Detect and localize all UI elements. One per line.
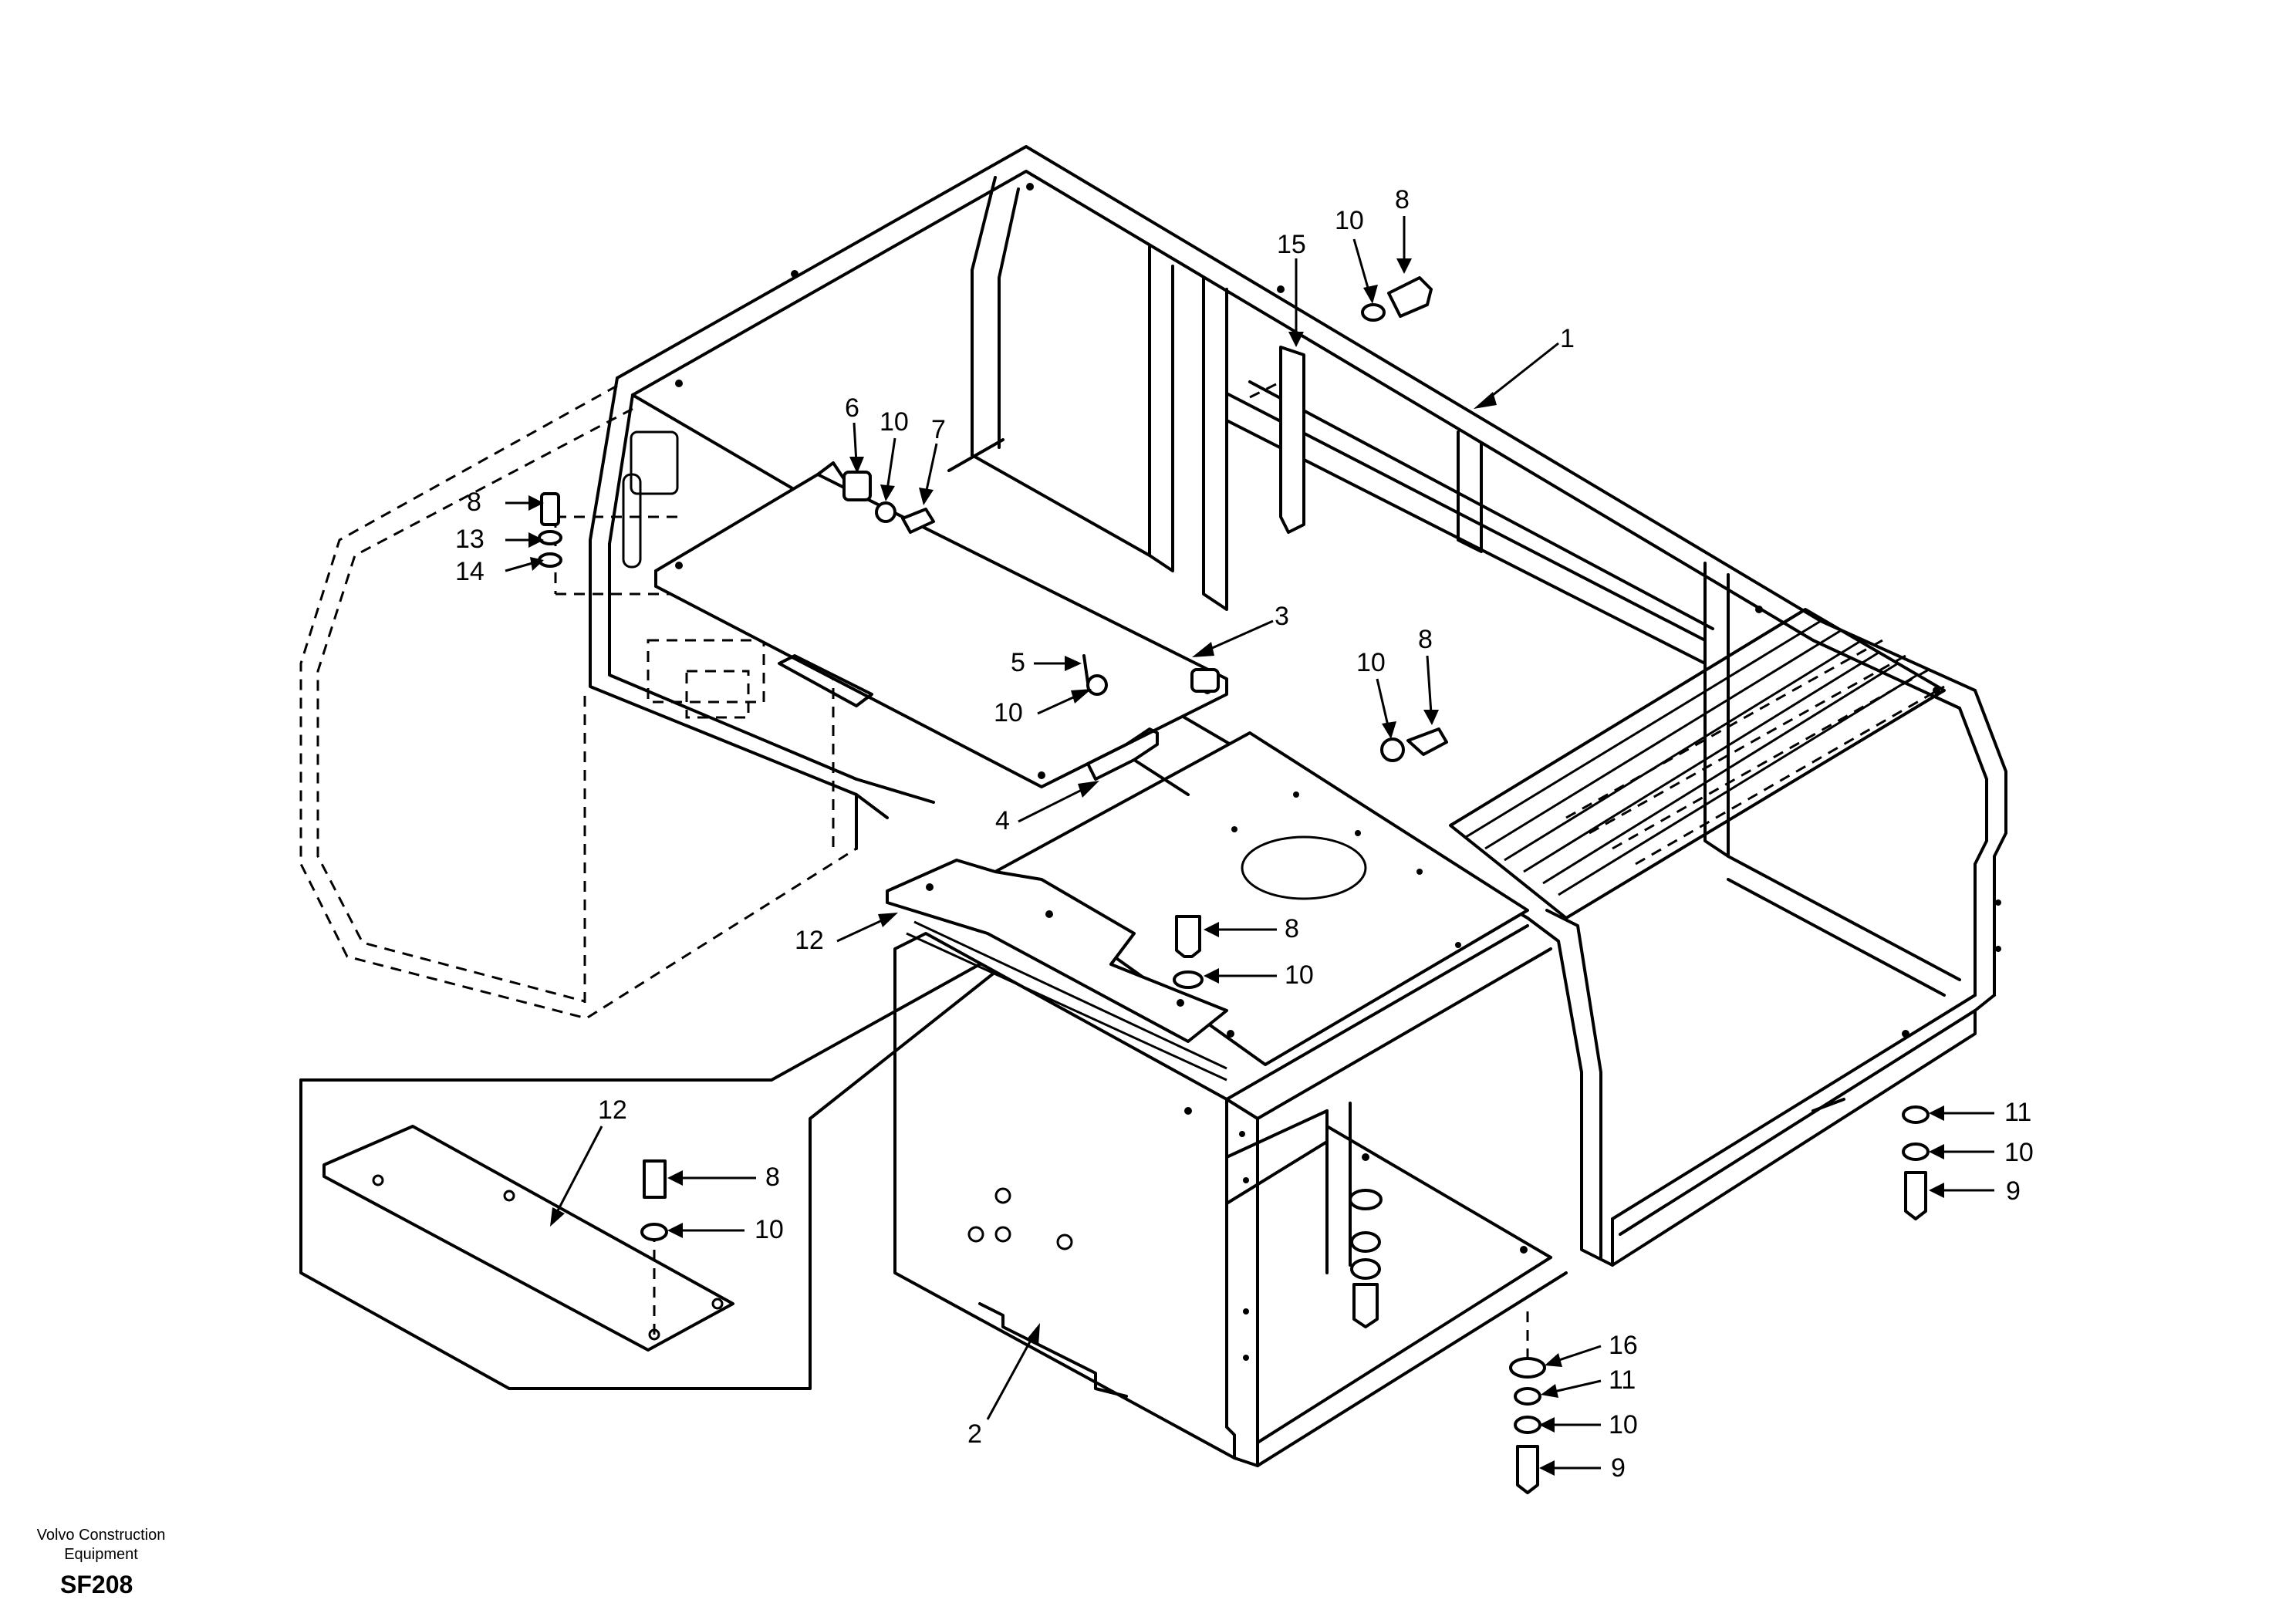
callout-10-near-5: 10 xyxy=(994,698,1023,727)
callout-8-inset: 8 xyxy=(765,1163,780,1192)
callout-10-inset: 10 xyxy=(755,1215,784,1244)
callout-9-bottom: 9 xyxy=(1611,1453,1626,1483)
callout-4: 4 xyxy=(995,806,1010,835)
radiator-grille xyxy=(1449,608,1946,920)
callout-15: 15 xyxy=(1277,230,1306,259)
lower-box-2 xyxy=(893,920,1568,1467)
callout-10-bottom: 10 xyxy=(1609,1410,1638,1439)
callout-12-inset: 12 xyxy=(598,1095,627,1125)
callout-8-center: 8 xyxy=(1285,914,1299,943)
callout-2: 2 xyxy=(967,1419,982,1449)
callout-14: 14 xyxy=(455,557,485,586)
callout-6: 6 xyxy=(845,393,859,423)
callout-leaders xyxy=(505,216,1994,1476)
callout-8-mid-right: 8 xyxy=(1418,625,1433,654)
callout-3: 3 xyxy=(1275,602,1289,631)
callout-11-right: 11 xyxy=(2004,1098,2031,1127)
callout-10-center: 10 xyxy=(1285,960,1314,990)
callout-9-right: 9 xyxy=(2006,1176,2021,1206)
callout-8-top-right: 8 xyxy=(1395,185,1410,214)
callout-8-left: 8 xyxy=(467,488,481,517)
callout-1: 1 xyxy=(1560,324,1575,353)
main-frame xyxy=(589,145,2007,1267)
bracket-15 xyxy=(1249,346,1305,534)
footer-company-name: Volvo Construction Equipment xyxy=(36,1527,166,1563)
callout-12: 12 xyxy=(795,926,824,955)
callout-10-top-right: 10 xyxy=(1335,206,1364,235)
callout-7: 7 xyxy=(931,415,946,444)
handle-4 xyxy=(1086,727,1190,796)
figure-code: SF208 xyxy=(60,1571,133,1598)
callout-10-right: 10 xyxy=(2004,1138,2034,1167)
callout-10-mid-right: 10 xyxy=(1356,648,1386,677)
callout-labels: 1 2 3 4 5 6 7 8 8 8 8 8 9 9 10 10 10 10 … xyxy=(455,185,2034,1483)
cover-plate-3 xyxy=(654,461,1228,788)
callout-13: 13 xyxy=(455,525,485,554)
hidden-tank-outline xyxy=(299,384,858,1020)
inset-detail xyxy=(299,963,997,1390)
callout-11-bottom: 11 xyxy=(1609,1365,1636,1395)
callout-10-top-mid: 10 xyxy=(880,407,909,437)
callout-16: 16 xyxy=(1609,1331,1638,1360)
plate-12 xyxy=(886,859,1234,1043)
callout-5: 5 xyxy=(1011,648,1025,677)
hardware xyxy=(538,276,1930,1494)
